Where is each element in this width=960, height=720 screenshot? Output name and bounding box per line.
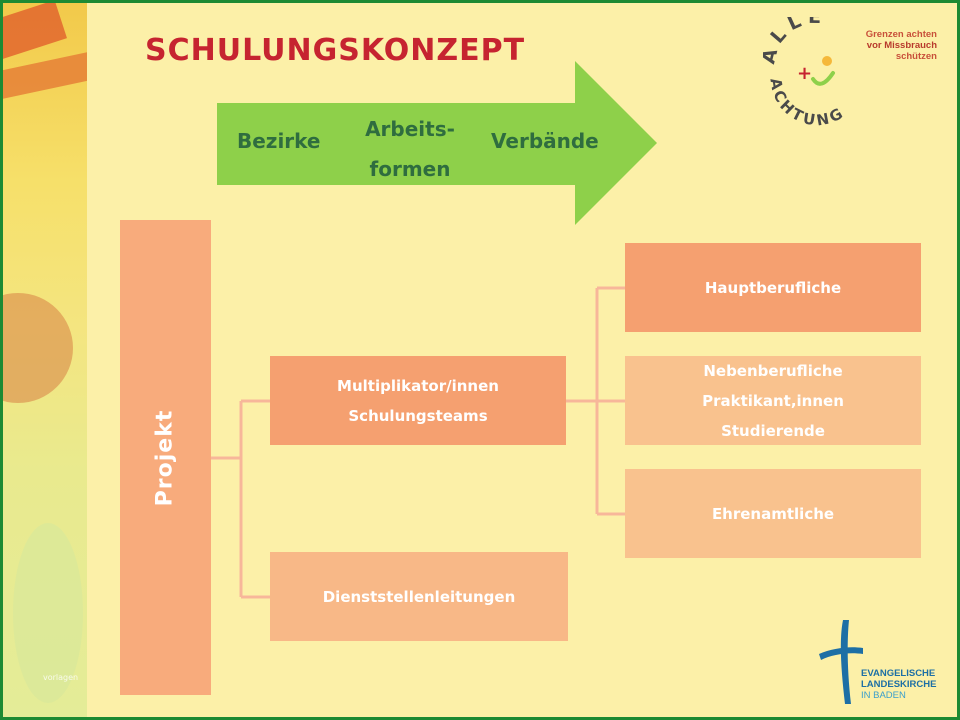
logo-tagline-line2: vor Missbrauch [866,40,937,51]
node-dienststellenleitungen: Dienststellenleitungen [270,552,568,641]
svg-text:+: + [797,63,812,84]
node-nebenberufliche: Nebenberufliche Praktikant,innen Studier… [625,356,921,445]
svg-text:ACHTUNG: ACHTUNG [766,77,848,129]
ekiba-line1: EVANGELISCHE [861,668,936,679]
logo-tagline: Grenzen achten vor Missbrauch schützen [865,29,937,62]
arrow-label-arbeitsformen: Arbeits- formen [355,109,465,189]
ekiba-logo-text: EVANGELISCHE LANDESKIRCHE IN BADEN [861,668,936,701]
node-hauptberufliche: Hauptberufliche [625,243,921,332]
decorative-side-panel [3,3,87,717]
ekiba-cross-icon [819,620,863,704]
node-projekt-label: Projekt [152,409,178,506]
node-nebenberufliche-line1: Nebenberufliche [703,361,843,380]
arrow-label-bezirke: Bezirke [237,129,321,153]
connector-lines [211,286,625,599]
logo-word-achtung: ACHTUNG [766,77,845,129]
process-arrow [217,61,657,225]
node-projekt: Projekt [120,220,211,695]
node-hauptberufliche-label: Hauptberufliche [704,278,842,297]
arrow-label-arbeitsformen-line1: Arbeits- [365,117,455,141]
alle-achtung-logo: ALLE ACHTUNG + [763,17,848,129]
logo-tagline-line1: Grenzen achten [865,29,937,40]
node-ehrenamtliche: Ehrenamtliche [625,469,921,558]
node-nebenberufliche-line3: Studierende [721,421,825,440]
footnote-text: vorlagen [43,673,79,682]
node-dienststellenleitungen-label: Dienststellenleitungen [322,587,516,606]
ekiba-line3: IN BADEN [861,690,906,701]
node-multiplikatoren-line2: Schulungsteams [348,406,488,425]
arrow-label-arbeitsformen-line2: formen [369,157,451,181]
node-nebenberufliche-line2: Praktikant,innen [702,391,844,410]
svg-text:ALLE: ALLE [763,17,827,66]
node-multiplikatoren-line1: Multiplikator/innen [337,376,499,395]
arrow-label-verbaende: Verbände [491,129,599,153]
logo-word-alle: ALLE [763,17,821,66]
node-multiplikatoren: Multiplikator/innen Schulungsteams [270,356,566,445]
ekiba-line2: LANDESKIRCHE [861,679,937,690]
node-ehrenamtliche-label: Ehrenamtliche [711,504,835,523]
slide-title: SCHULUNGSKONZEPT [145,33,526,68]
logo-tagline-line3: schützen [895,51,937,62]
